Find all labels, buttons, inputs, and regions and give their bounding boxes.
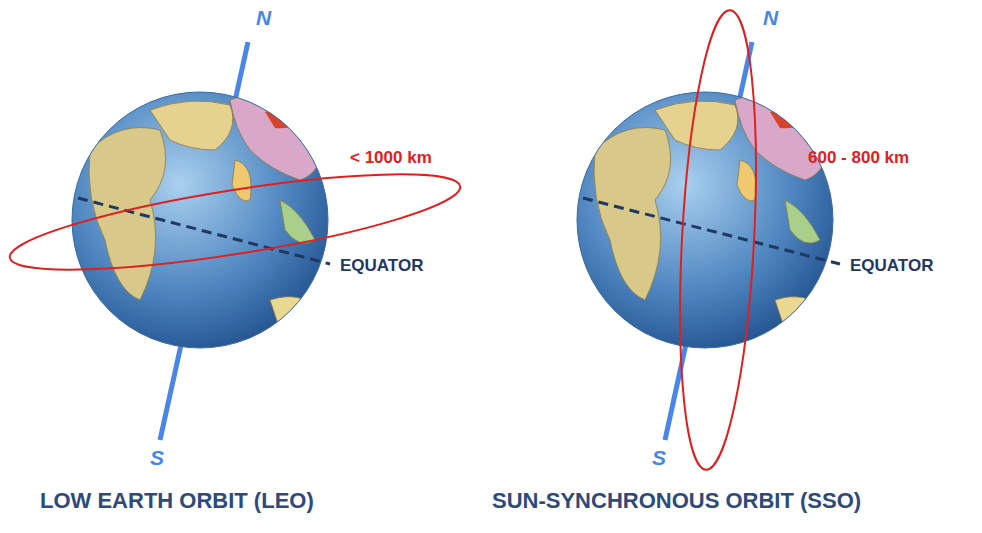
north-pole-label: N — [763, 6, 778, 30]
south-pole-label: S — [652, 446, 666, 470]
equator-line — [78, 198, 330, 264]
orbit-path — [670, 8, 766, 471]
globe — [72, 92, 328, 348]
north-pole-label: N — [256, 6, 271, 30]
altitude-label: 600 - 800 km — [808, 148, 909, 168]
orbit-path — [5, 155, 465, 290]
orbit-caption: LOW EARTH ORBIT (LEO) — [40, 488, 314, 513]
equator-line — [583, 198, 840, 264]
south-pole-label: S — [150, 446, 164, 470]
equator-label: EQUATOR — [850, 256, 933, 276]
globe — [577, 92, 833, 348]
orbit-caption: SUN-SYNCHRONOUS ORBIT (SSO) — [492, 488, 861, 513]
equator-label: EQUATOR — [340, 256, 423, 276]
altitude-label: < 1000 km — [350, 148, 432, 168]
